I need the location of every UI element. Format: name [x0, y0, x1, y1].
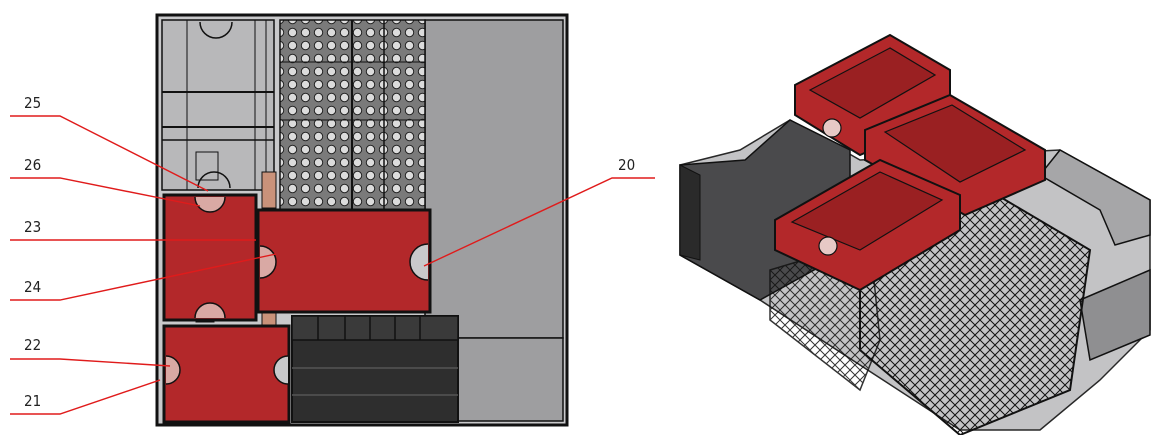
part-24: [256, 208, 432, 314]
callout-21: 21: [24, 392, 41, 410]
callout-26: 26: [24, 156, 41, 174]
iso-part-middle: [864, 93, 1046, 217]
iso-part-front: [774, 158, 961, 292]
top-view: [155, 13, 569, 427]
callout-23: 23: [24, 218, 41, 236]
callout-20: 20: [618, 156, 635, 174]
callout-22: 22: [24, 336, 41, 354]
callout-24: 24: [24, 278, 41, 296]
isometric-view: [679, 33, 1151, 435]
callout-25: 25: [24, 94, 41, 112]
part-22: [162, 324, 291, 424]
dark-block: [291, 315, 459, 423]
callout-labels: 25 26 23 24 22 21 20: [24, 94, 635, 410]
part-26: [162, 193, 258, 322]
leader-lines: [10, 115, 655, 415]
